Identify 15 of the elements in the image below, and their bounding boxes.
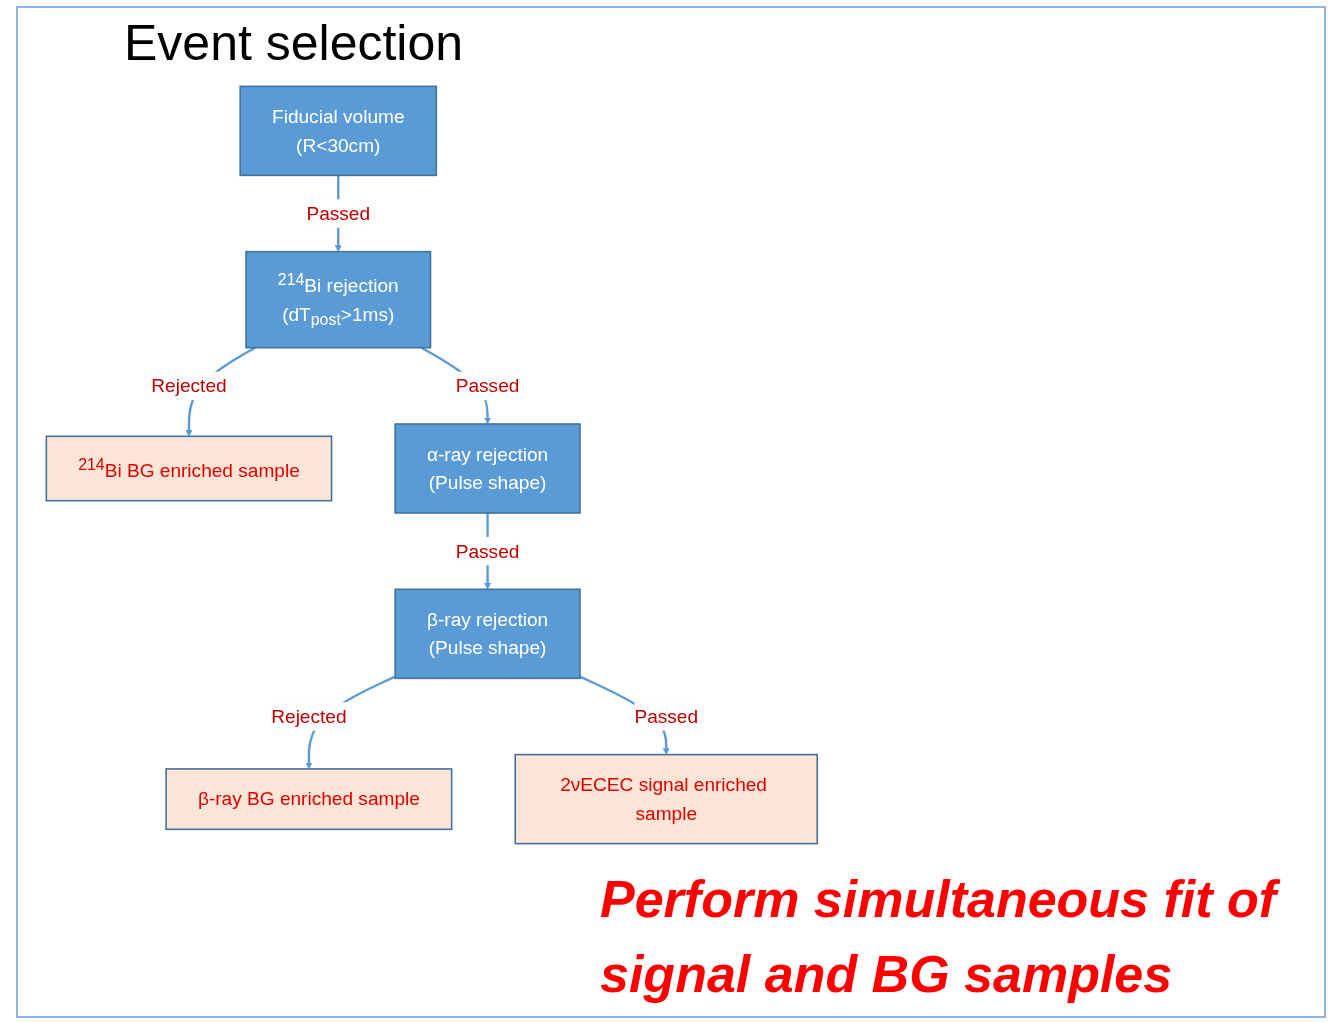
diagram-title: Event selection: [124, 14, 464, 72]
edge-label: Passed: [455, 540, 520, 562]
node-box: β-ray BG enriched sample: [165, 768, 453, 831]
node-box: Fiducial volume (R<30cm): [239, 85, 438, 177]
node-box: $^{214}$Bi rejection (dT$_{post}$>1ms): [245, 250, 432, 349]
node-box: α-ray rejection (Pulse shape): [394, 423, 581, 514]
edge-label: Rejected: [271, 705, 347, 727]
node-box: $^{214}$Bi BG enriched sample: [45, 435, 333, 502]
note-text: Perform simultaneous fit of signal and BG samples: [600, 862, 1300, 1013]
node-box: β-ray rejection (Pulse shape): [394, 588, 581, 680]
edge-label: Passed: [306, 202, 371, 224]
edge-label: Rejected: [151, 374, 227, 397]
edge-label: Passed: [455, 374, 520, 397]
node-box: 2νECEC signal enriched sample: [514, 753, 819, 845]
edge-label: Passed: [634, 705, 699, 727]
